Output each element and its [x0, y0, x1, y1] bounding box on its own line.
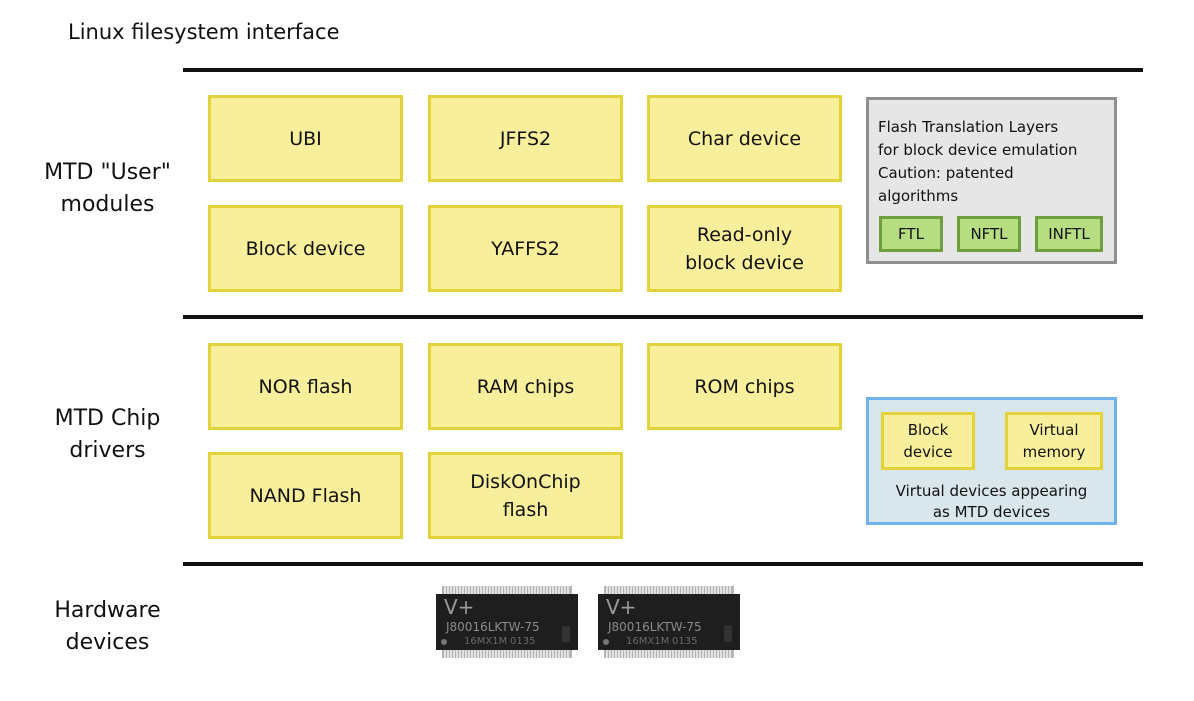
chip-brand: V+: [444, 595, 475, 619]
module-yaffs2: YAFFS2: [428, 205, 623, 292]
chip-part-number: J80016LKTW-75: [608, 620, 702, 634]
ftl-box-inftl: INFTL: [1035, 216, 1103, 252]
ftl-panel: Flash Translation Layers for block devic…: [866, 97, 1117, 264]
chip-code: 16MX1M: [626, 636, 670, 647]
divider-top: [183, 68, 1143, 72]
module-block-device: Block device: [208, 205, 403, 292]
virtual-memory: Virtual memory: [1005, 412, 1103, 470]
memory-chip-1: V+ J80016LKTW-75 16MX1M 0135: [436, 586, 578, 658]
driver-ram-chips: RAM chips: [428, 343, 623, 430]
chip-code-2: 0135: [510, 636, 536, 647]
chip-code: 16MX1M: [464, 636, 508, 647]
virtual-devices-panel: Block device Virtual memory Virtual devi…: [866, 397, 1117, 525]
memory-chip-2: V+ J80016LKTW-75 16MX1M 0135: [598, 586, 740, 658]
module-ubi: UBI: [208, 95, 403, 182]
chip-brand: V+: [606, 595, 637, 619]
layer-label-user-modules: MTD "User" modules: [44, 160, 171, 217]
chip-part-number: J80016LKTW-75: [446, 620, 540, 634]
driver-diskonchip-flash: DiskOnChip flash: [428, 452, 623, 539]
module-char-device: Char device: [647, 95, 842, 182]
memory-chip-icon: [436, 586, 578, 658]
chip-code-2: 0135: [672, 636, 698, 647]
ftl-description: Flash Translation Layers for block devic…: [878, 118, 1078, 159]
virtual-devices-note: Virtual devices appearing as MTD devices: [895, 482, 1088, 521]
driver-nand-flash: NAND Flash: [208, 452, 403, 539]
driver-nor-flash: NOR flash: [208, 343, 403, 430]
virtual-block-device: Block device: [881, 412, 975, 470]
driver-rom-chips: ROM chips: [647, 343, 842, 430]
memory-chip-icon: [598, 586, 740, 658]
ftl-caution: Caution: patented algorithms: [878, 164, 1014, 205]
ftl-box-nftl: NFTL: [957, 216, 1021, 252]
divider-bottom: [183, 562, 1143, 566]
layer-label-chip-drivers: MTD Chip drivers: [54, 406, 161, 463]
ftl-box-ftl: FTL: [879, 216, 943, 252]
divider-middle: [183, 315, 1143, 319]
module-jffs2: JFFS2: [428, 95, 623, 182]
diagram-title: Linux filesystem interface: [68, 20, 340, 44]
layer-label-hardware: Hardware devices: [54, 598, 161, 655]
module-readonly-block-device: Read-only block device: [647, 205, 842, 292]
